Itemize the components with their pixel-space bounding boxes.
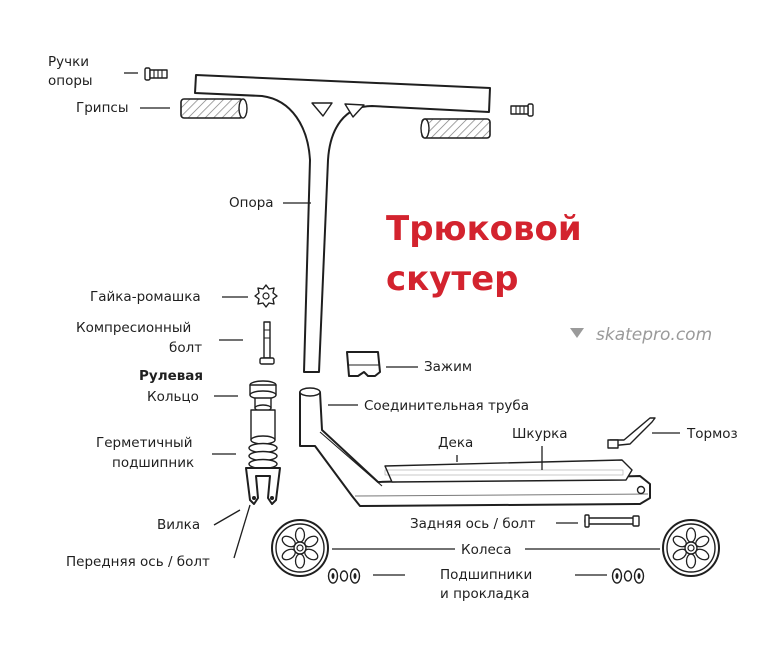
- handle-plug-left: [144, 67, 168, 81]
- label-compression-bolt-2: болт: [169, 340, 202, 356]
- brake-part: [607, 417, 656, 449]
- title-line-1: Трюковой: [386, 209, 582, 249]
- handle-plug-right: [510, 103, 534, 117]
- label-front-axle: Передняя ось / болт: [66, 554, 210, 570]
- fork-part: [245, 467, 281, 505]
- grip-right: [421, 118, 491, 139]
- watermark: skatepro.com: [596, 325, 712, 345]
- bearings-rear: [611, 568, 645, 584]
- compression-bolt-part: [259, 321, 275, 365]
- rear-axle-part: [584, 514, 640, 528]
- bearings-front: [327, 568, 361, 584]
- label-handle-plugs-2: опоры: [48, 73, 93, 89]
- label-star-nut: Гайка-ромашка: [90, 289, 201, 305]
- label-connecting-tube: Соединительная труба: [364, 398, 529, 414]
- clamp-part: [346, 351, 381, 377]
- label-rear-axle: Задняя ось / болт: [410, 516, 536, 532]
- triangle-icon: [570, 328, 584, 338]
- label-bar: Опора: [229, 195, 274, 211]
- grip-left-end: [238, 98, 248, 119]
- label-grips: Грипсы: [76, 100, 128, 116]
- label-compression-bolt-1: Компресионный: [76, 320, 191, 336]
- label-headset: Рулевая: [139, 368, 203, 384]
- leader-lines: [124, 72, 680, 576]
- label-handle-plugs-1: Ручки: [48, 54, 89, 70]
- label-clamp: Зажим: [424, 359, 472, 375]
- wheel-rear: [662, 519, 720, 577]
- label-ring: Кольцо: [147, 389, 199, 405]
- grip-right-end: [420, 118, 430, 139]
- star-nut-part: [254, 284, 278, 308]
- title-line-2: скутер: [386, 259, 519, 299]
- label-bearings-1: Подшипники: [440, 567, 532, 583]
- label-sealed-bearing-2: подшипник: [112, 455, 194, 471]
- deck-part: [299, 387, 651, 507]
- label-deck: Дека: [438, 435, 473, 451]
- label-sealed-bearing-1: Герметичный: [96, 435, 192, 451]
- grip-left: [180, 98, 244, 119]
- label-brake: Тормоз: [686, 426, 738, 442]
- sealed-bearing-part: [248, 442, 278, 470]
- label-fork: Вилка: [157, 517, 200, 533]
- bar-part: [194, 74, 491, 373]
- headset-part: [249, 380, 277, 445]
- label-bearings-2: и прокладка: [440, 586, 530, 602]
- label-griptape: Шкурка: [512, 426, 568, 442]
- wheel-front: [271, 519, 329, 577]
- label-wheels: Колеса: [461, 542, 511, 558]
